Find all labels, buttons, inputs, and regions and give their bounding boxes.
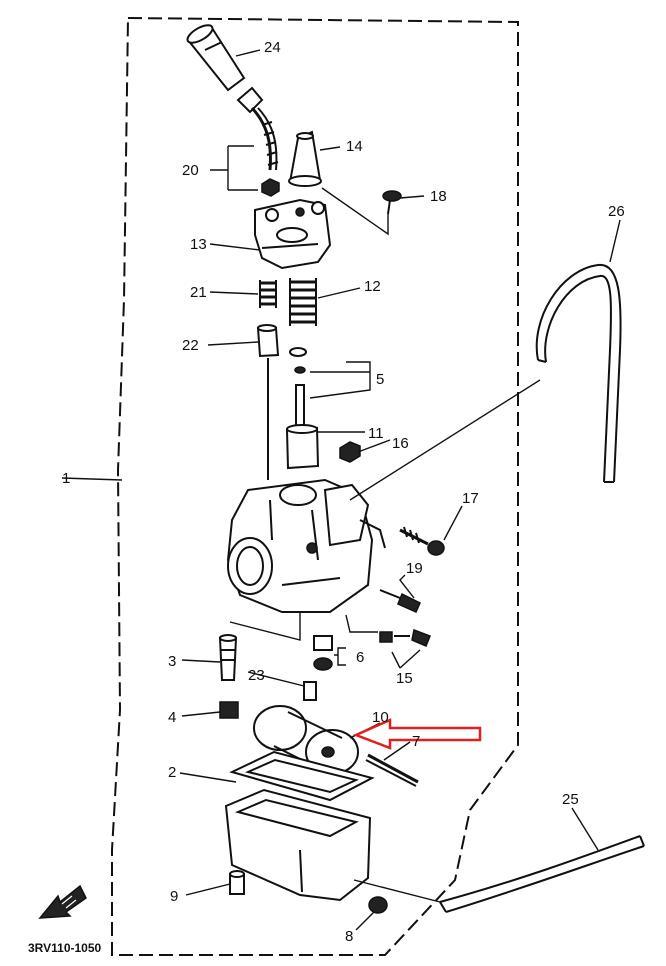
callout-7: 7: [412, 733, 420, 750]
float-bowl: [224, 788, 372, 902]
part-12-spring: [289, 278, 317, 326]
callout-17: 17: [462, 490, 479, 507]
callout-9: 9: [170, 888, 178, 905]
part-6-main-jet: [313, 635, 333, 671]
part-3-needle-jet: [218, 634, 238, 681]
callout-21: 21: [190, 284, 207, 301]
part-18-screw: [382, 190, 402, 215]
front-direction-icon: [38, 884, 87, 919]
part-7-float-pin: [365, 753, 419, 787]
callout-4: 4: [168, 709, 176, 726]
callout-11: 11: [368, 425, 384, 442]
callout-25: 25: [562, 791, 579, 808]
part-17-pilot-screw: [399, 526, 445, 556]
part-26-overflow-hose: [535, 263, 622, 483]
part-8-drain-plug: [368, 896, 388, 914]
part-4-jet: [219, 701, 239, 719]
part-2-gasket: [229, 750, 375, 802]
callout-12: 12: [364, 278, 381, 295]
part-13-top-cover: [254, 198, 332, 270]
callout-20: 20: [182, 162, 199, 179]
part-5-clip-needle: [289, 347, 307, 431]
part-15-air-screw: [379, 628, 431, 647]
part-16-nut: [339, 441, 361, 463]
part-20-cable: [236, 86, 280, 197]
callout-15: 15: [396, 670, 413, 687]
assembly-leaders: [229, 187, 541, 903]
callout-1: 1: [62, 470, 70, 487]
callout-18: 18: [430, 188, 447, 205]
part-11-throttle-valve: [285, 424, 320, 470]
callout-13: 13: [190, 236, 207, 253]
carburetor-body: [226, 478, 386, 613]
callout-8: 8: [345, 928, 353, 945]
callout-10: 10: [372, 709, 389, 726]
callout-24: 24: [264, 39, 281, 56]
highlight-arrow: [352, 718, 482, 750]
callout-16: 16: [392, 435, 409, 452]
assembly-boundary: [111, 16, 519, 956]
callout-leaders: [61, 49, 621, 931]
callout-19: 19: [406, 560, 423, 577]
part-19-throttle-screw: [379, 589, 421, 613]
callout-labels: 1 2 3 4 5 6 7 8 9 10 11 12 13 14 15 16 1…: [62, 39, 625, 945]
callout-6: 6: [356, 649, 364, 666]
part-21-spring: [259, 280, 277, 308]
callout-3: 3: [168, 653, 176, 670]
part-14-rubber-cap: [288, 130, 322, 187]
part-23-plug: [303, 681, 317, 701]
callout-22: 22: [182, 337, 199, 354]
part-25-drain-hose: [439, 835, 645, 913]
part-9-drain-screw: [229, 870, 245, 895]
diagram-code: 3RV110-1050: [28, 941, 102, 955]
part-22-jet-holder: [256, 324, 280, 480]
part-24-cap: [186, 24, 246, 92]
callout-5: 5: [376, 371, 384, 388]
callout-14: 14: [346, 138, 363, 155]
callout-26: 26: [608, 203, 625, 220]
callout-23: 23: [248, 667, 265, 684]
callout-2: 2: [168, 764, 176, 781]
